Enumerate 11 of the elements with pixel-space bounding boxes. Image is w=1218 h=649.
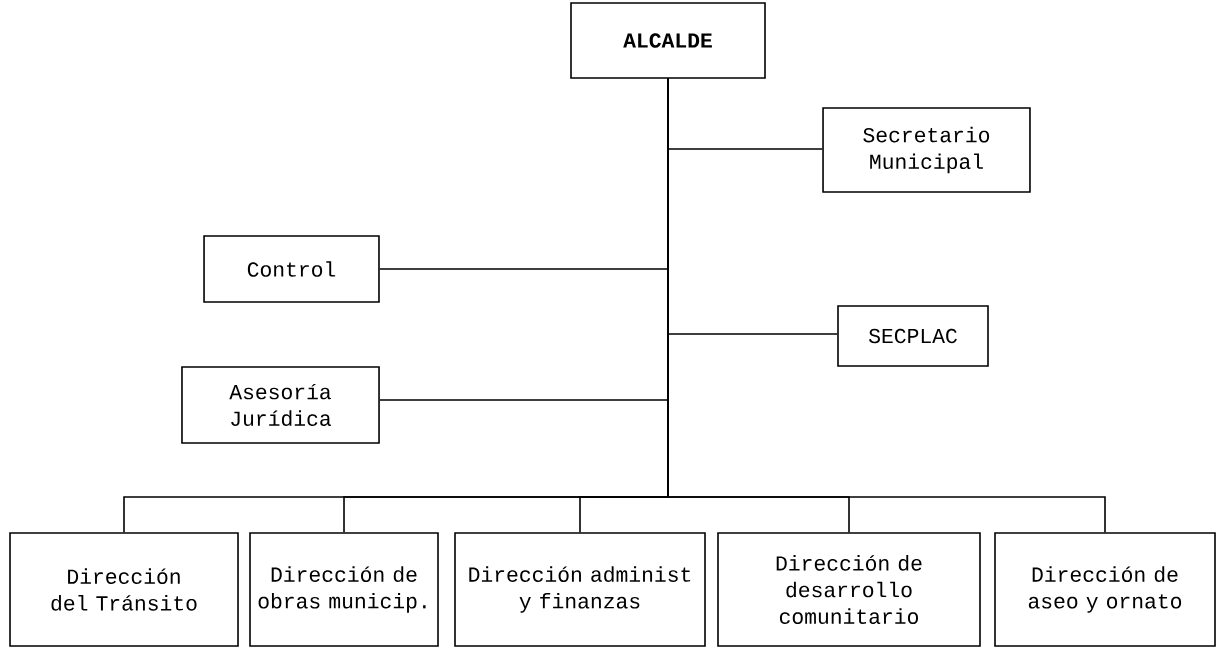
staff-box: Asesoría Jurídica (181, 366, 380, 444)
department-box: Dirección de desarrollo comunitario (717, 532, 981, 647)
staff-box: Secretario Municipal (822, 107, 1031, 193)
department-box: Dirección de aseo y ornato (994, 532, 1216, 647)
staff-box: Control (203, 235, 380, 303)
department-box: Dirección del Tránsito (9, 532, 239, 647)
department-box: Dirección administ y finanzas (454, 532, 706, 647)
connector-line (667, 77, 1106, 533)
department-box: Dirección de obras municip. (249, 532, 439, 647)
head-box: ALCALDE (570, 2, 766, 79)
staff-box: SECPLAC (837, 305, 989, 367)
